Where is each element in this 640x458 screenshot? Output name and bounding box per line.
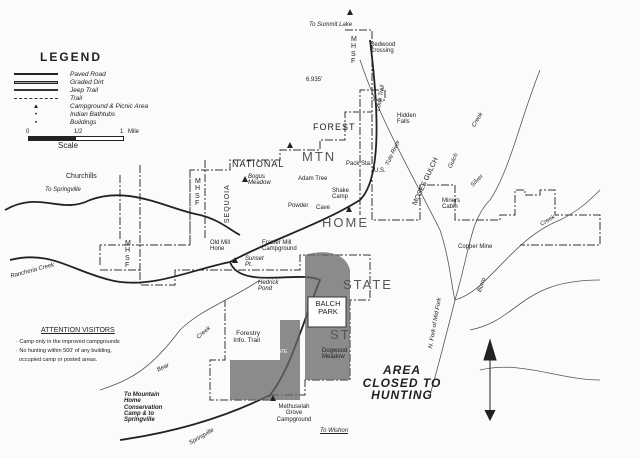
label-mtn: MTN [302,149,337,164]
label-mhsf: M H S F [195,178,201,208]
label-hedrick-pond: Hedrick Pond [258,280,279,293]
creeks [99,59,601,396]
scale-half: 1/2 [74,129,83,135]
balch-park-box [307,296,347,328]
legend-title: LEGEND [40,50,103,64]
label-shake-camp: Shake Camp [332,188,350,201]
label-national: NATIONAL [232,159,285,169]
label-sequoia: SEQUOIA [223,184,231,224]
legend-label: Trail [70,94,83,102]
legend-item-graded-dirt: Graded Dirt [14,78,184,86]
scale-unit: Mile [128,129,140,135]
north-arrow [483,338,497,422]
label-to-wishon: To Wishon [320,428,349,434]
attention-notice: ATTENTION VISITORS · Camp only in the im… [16,325,156,365]
label-forest: FOREST [313,122,356,132]
label-frazier-mill: Frazier Mill Campground [262,240,297,253]
label-powder: Powder [288,203,309,209]
scale-label: Scale [58,141,79,150]
legend-label: Campground & Picnic Area [70,102,149,110]
legend-item-bathtubs: • Indian Bathtubs [14,110,184,118]
legend-item-paved-road: Paved Road [14,70,184,78]
square-icon: ▪ [34,118,38,126]
attention-title: ATTENTION VISITORS [41,327,115,334]
label-state: STATE [343,277,393,292]
legend-item-trail: Trail [14,94,184,102]
scale-bar: 0 1/2 1 Mile Scale [14,129,184,151]
legend-label: Indian Bathtubs [70,110,116,118]
label-churchills: Churchills [66,173,97,180]
label-copper-mine: Copper Mine [458,244,493,250]
label-adam-tree: Adam Tree [298,176,328,182]
label-forest-abbrev: ST [330,327,351,342]
legend-item-buildings: ▪ Buildings [14,118,184,126]
attention-line: · Camp only in the improved campgrounds [16,339,120,346]
triangle-icon: ▲ [32,102,40,110]
label-state-forest: STATE [272,349,288,355]
attention-line: occupied camp or posted areas. [19,356,98,363]
label-forestry-trail: Forestry Info. Trail [233,330,260,344]
label-home: HOME [322,215,369,230]
label-balch-park: BALCH PARK [315,299,341,316]
legend-label: Jeep Trail [70,86,99,94]
label-mhsf: M H S F [125,240,131,270]
label-hidden-falls: Hidden Falls [397,113,417,126]
legend-item-campground: ▲ Campground & Picnic Area [14,102,184,110]
scale-zero: 0 [26,129,30,135]
legend-label: Paved Road [70,70,106,78]
legend-label: Graded Dirt [70,78,104,86]
label-elevation: 6,935' [306,77,323,83]
legend: LEGEND Paved Road Graded Dirt Jeep Trail… [14,50,184,151]
label-to-springville: To Springville [45,187,81,193]
label-bogus-meadow: Bogus Meadow [248,174,271,187]
boundary-lines [99,29,601,401]
scale-one: 1 [120,129,124,135]
label-old-mill: Old Mill Hone [210,240,231,253]
label-us: U.S. [374,168,386,174]
label-to-mountain-home: To Mountain Home Conservation Camp & to … [124,392,163,424]
dot-icon: • [34,110,38,118]
attention-line: · No hunting within 500' of any building… [16,347,112,354]
label-cave: Cave [316,205,331,211]
label-mhsf: M H S F [351,36,357,66]
label-redwood-crossing: Redwood Crossing [370,42,396,55]
label-miners-cabin: Miners Cabin [442,198,461,211]
label-to-summit-lake: To Summit Lake [309,22,353,28]
label-pack-station: Pack Sta. [346,161,372,167]
label-sunset-point: Sunset Pt. [245,256,264,269]
campground-icons [232,9,353,401]
label-dogwood-meadow: Dogwood Meadow [322,348,348,361]
legend-label: Buildings [70,118,97,126]
label-area-closed: AREA CLOSED TO HUNTING [362,363,442,403]
label-methuselah-grove: Methuselah Grove Campground [276,404,312,423]
legend-item-jeep-trail: Jeep Trail [14,86,184,94]
